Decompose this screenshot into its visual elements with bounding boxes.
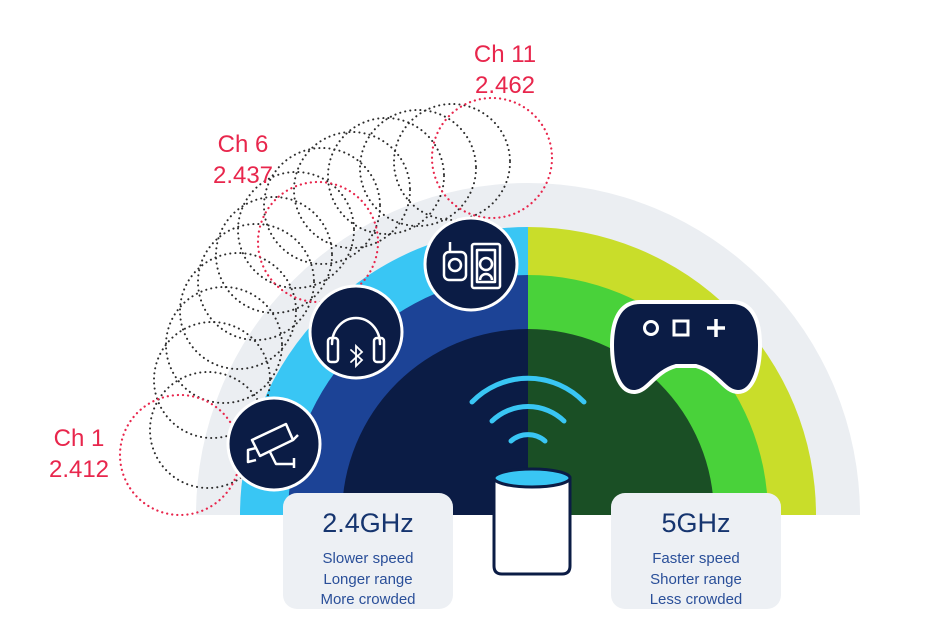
band-title: 5GHz xyxy=(661,508,731,538)
security-camera-icon xyxy=(226,396,322,492)
band-range: Longer range xyxy=(323,570,413,588)
channel-frequency: 2.437 xyxy=(212,162,274,189)
baby-monitor-icon xyxy=(423,216,519,312)
channel-frequency: 2.412 xyxy=(48,456,110,483)
band-speed: Faster speed xyxy=(652,550,740,567)
band-description: Slower speed Longer range More crowded xyxy=(283,549,453,611)
band-description: Faster speed Shorter range Less crowded xyxy=(611,549,781,611)
ch6-circle xyxy=(256,180,380,304)
arc-24-dark xyxy=(342,329,528,515)
game-controller-icon xyxy=(609,300,763,395)
channel-name: Ch 6 xyxy=(217,131,269,158)
wifi-signal-icon xyxy=(469,375,587,444)
channel-name: Ch 11 xyxy=(473,41,537,68)
channel-label-ch11: Ch 11 2.462 xyxy=(450,39,560,101)
channel-frequency: 2.462 xyxy=(474,72,536,99)
band-card-24ghz: 2.4GHz Slower speed Longer range More cr… xyxy=(283,493,453,609)
channel-name: Ch 1 xyxy=(53,425,105,452)
channel-label-ch1: Ch 1 2.412 xyxy=(24,423,134,485)
band-crowding: More crowded xyxy=(320,591,416,608)
band-card-5ghz: 5GHz Faster speed Shorter range Less cro… xyxy=(611,493,781,609)
router-icon xyxy=(492,467,572,576)
channel-label-ch6: Ch 6 2.437 xyxy=(188,129,298,191)
band-title: 2.4GHz xyxy=(322,508,414,538)
ch11-circle xyxy=(430,96,554,220)
band-crowding: Less crowded xyxy=(649,591,743,608)
band-speed: Slower speed xyxy=(322,550,414,567)
bluetooth-headphones-icon xyxy=(308,284,404,380)
arc-5-dark xyxy=(528,329,714,515)
band-range: Shorter range xyxy=(650,570,742,588)
